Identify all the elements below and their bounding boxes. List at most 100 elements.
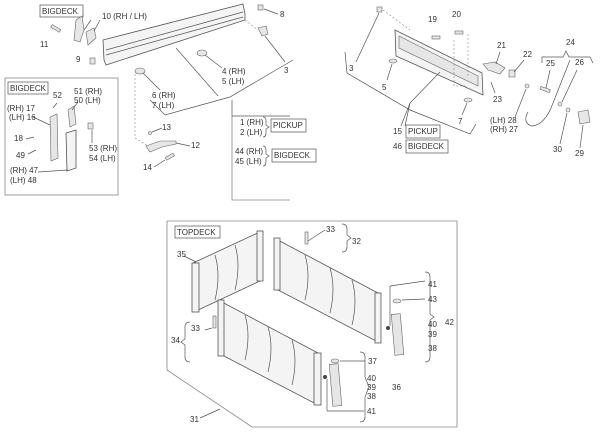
handle-4-5 [196, 49, 208, 57]
topdeck-assembly: TOPDECK [166, 220, 458, 428]
post-47-48 [65, 129, 77, 172]
screw-13 [148, 131, 152, 135]
callout-49: 49 [16, 151, 25, 160]
pin-33 [212, 315, 217, 329]
washer-26 [557, 101, 563, 107]
callout-36: 36 [392, 383, 401, 392]
latch-21 [482, 61, 506, 75]
bolt-41 [323, 375, 327, 379]
callout-47: (RH) 47 [10, 166, 39, 175]
bolt-19 [431, 35, 441, 40]
bigdeck-tag: BIGDECK [10, 84, 47, 93]
callout-18: 18 [14, 134, 23, 143]
callout-29: 29 [575, 149, 584, 158]
side-panel-34 [217, 299, 322, 406]
callout-50: 50 (LH) [74, 96, 101, 105]
bolt-14 [164, 152, 175, 161]
bigdeck-tag: BIGDECK [42, 7, 79, 16]
part-27-28 [524, 83, 530, 89]
callout-7: 7 (LH) [152, 101, 175, 110]
cap-43 [392, 298, 402, 304]
part-50-51 [67, 105, 77, 128]
callout-21: 21 [497, 41, 506, 50]
handle-6-7 [134, 67, 146, 75]
callout-33: 33 [191, 324, 200, 333]
bigdeck-inset: BIGDECK 52 51 (RH) 50 (LH) (RH) 17 (LH) … [4, 77, 119, 196]
plate-29 [577, 109, 591, 125]
part-22 [508, 69, 516, 78]
callout-4: 4 (RH) [222, 67, 246, 76]
callout-9: 9 [76, 55, 81, 64]
callout-5: 5 [382, 83, 387, 92]
cap-37 [330, 358, 340, 364]
bolt-20 [454, 30, 464, 35]
callout-30: 30 [553, 145, 562, 154]
hinge-plate-16-17 [49, 113, 59, 162]
callout-46: 46 [393, 142, 402, 151]
callout-38: 38 [367, 392, 376, 401]
post-36 [328, 363, 343, 407]
callout-24: 24 [566, 38, 575, 47]
pickup-tag: PICKUP [408, 127, 438, 136]
topdeck-tag: TOPDECK [177, 228, 216, 237]
callout-3: 3 [349, 64, 354, 73]
tailgate-right-assembly: 3 5 19 20 21 22 23 24 25 26 (LH) 28 (RH)… [344, 6, 594, 158]
callout-7: 7 [458, 117, 463, 126]
callout-23: 23 [493, 95, 502, 104]
callout-38: 38 [428, 344, 437, 353]
callout-37: 37 [368, 357, 377, 366]
callout-14: 14 [143, 163, 152, 172]
side-panel-35 [191, 230, 264, 313]
callout-19: 19 [428, 15, 437, 24]
bolt-25 [539, 86, 551, 94]
callout-41: 41 [428, 280, 437, 289]
bolt-11 [50, 24, 62, 33]
callout-42: 42 [445, 318, 454, 327]
callout-51: 51 (RH) [74, 87, 102, 96]
callout-33: 33 [326, 225, 335, 234]
callout-34: 34 [171, 336, 180, 345]
callout-2: 2 (LH) [240, 128, 263, 137]
callout-45: 45 (LH) [235, 157, 262, 166]
callout-11: 11 [40, 40, 49, 49]
callout-52: 52 [53, 91, 62, 100]
pin-33 [304, 231, 309, 245]
callout-40: 40 [367, 374, 376, 383]
callout-8: 8 [280, 10, 285, 19]
callout-16: (LH) 16 [9, 113, 36, 122]
callout-48: (LH) 48 [10, 176, 37, 185]
side-panel-32 [273, 237, 382, 344]
latch-3 [376, 6, 383, 13]
bolt-41 [386, 326, 390, 330]
callout-43: 43 [428, 295, 437, 304]
callout-6: 6 (RH) [152, 91, 176, 100]
callout-27: (RH) 27 [490, 125, 519, 134]
callout-15: 15 [393, 127, 402, 136]
callout-26: 26 [575, 58, 584, 67]
callout-13: 13 [162, 123, 171, 132]
callout-53: 53 (RH) [89, 144, 117, 153]
latch-3 [257, 25, 269, 37]
handle-5 [388, 58, 398, 64]
callout-28: (LH) 28 [490, 116, 517, 125]
callout-41: 41 [367, 407, 376, 416]
bigdeck-tag-box [39, 4, 84, 18]
part-53-54 [87, 122, 94, 130]
tailgate-left-assembly: BIGDECK 10 (RH / LH) 11 9 8 [39, 3, 317, 201]
callout-10: 10 (RH / LH) [102, 12, 147, 21]
callout-5: 5 (LH) [222, 77, 245, 86]
pickup-tag: PICKUP [273, 121, 303, 130]
callout-12: 12 [191, 141, 200, 150]
part-9 [89, 57, 96, 65]
cable-part [525, 59, 571, 127]
callout-39: 39 [367, 383, 376, 392]
nut-30 [565, 107, 571, 113]
callout-40: 40 [428, 320, 437, 329]
callout-17: (RH) 17 [7, 104, 36, 113]
bigdeck-tag: BIGDECK [274, 151, 311, 160]
callout-3: 3 [284, 66, 289, 75]
strap-12 [145, 140, 177, 153]
part-8 [257, 4, 264, 11]
callout-1: 1 (RH) [240, 118, 264, 127]
